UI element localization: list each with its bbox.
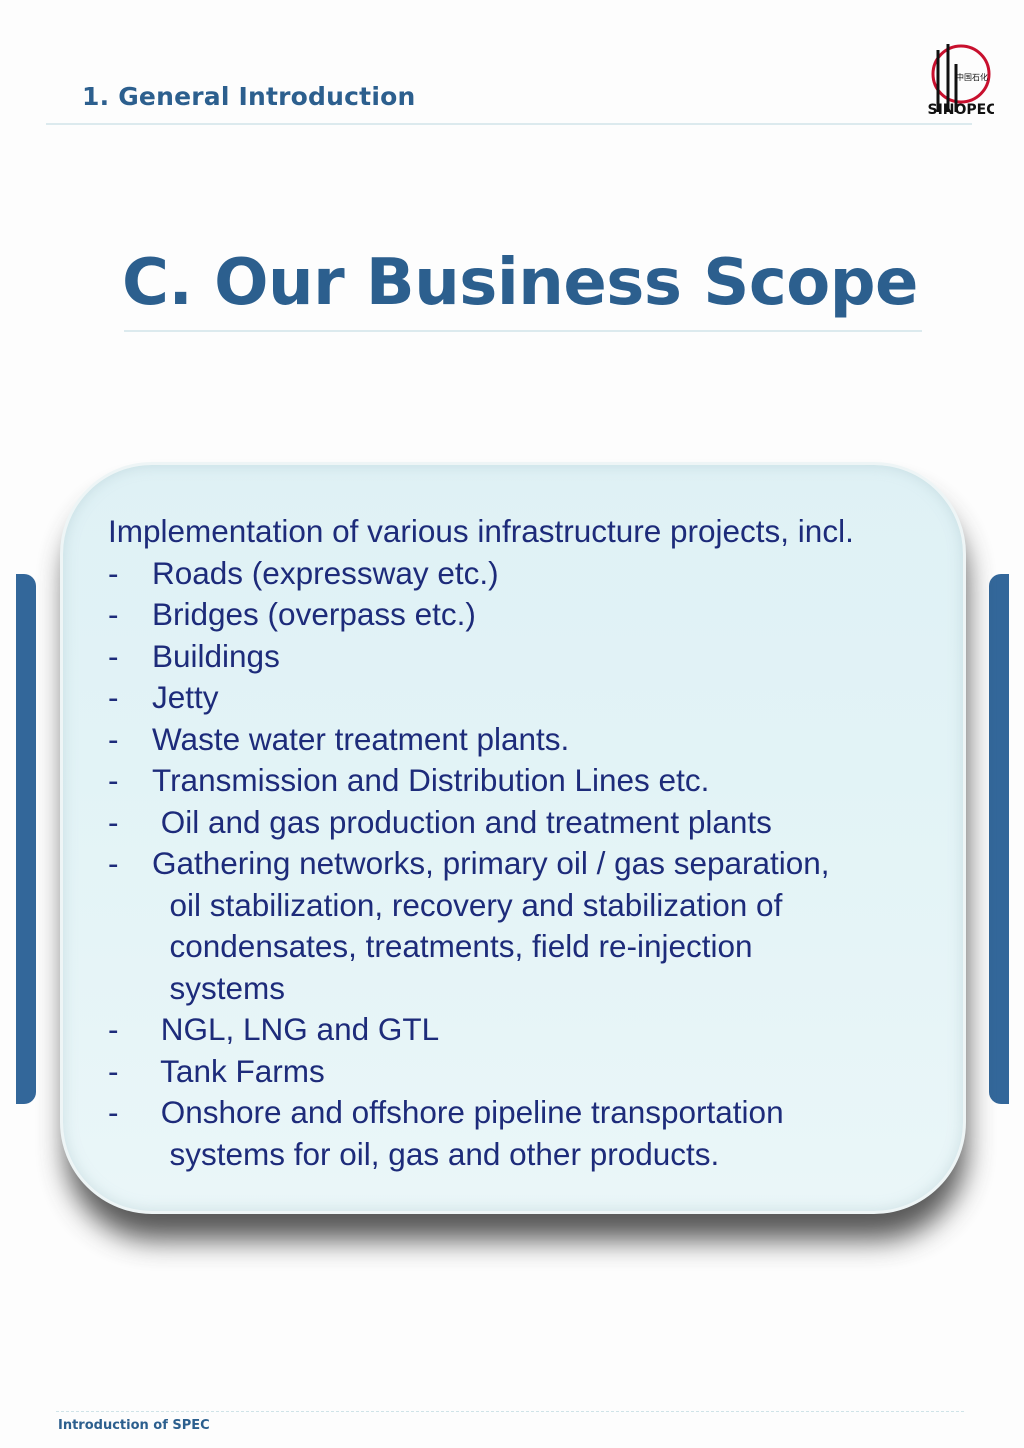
scope-item: -Waste water treatment plants. — [108, 719, 854, 761]
logo-text: SINOPEC — [927, 102, 994, 118]
scope-list: Implementation of various infrastructure… — [108, 511, 854, 1175]
scope-item-dash: - — [108, 803, 119, 840]
scope-item-text: Buildings — [152, 637, 280, 674]
scope-item: -Transmission and Distribution Lines etc… — [108, 760, 854, 802]
scope-item-text: Waste water treatment plants. — [152, 720, 570, 757]
right-accent-bar — [989, 574, 1009, 1104]
scope-item-text: Onshore and offshore pipeline transporta… — [152, 1094, 784, 1130]
scope-item-dash: - — [108, 679, 119, 715]
scope-item-text: systems for oil, gas and other products. — [152, 1135, 720, 1172]
scope-item-dash: - — [108, 554, 119, 591]
scope-item-dash: - — [108, 845, 119, 881]
header-divider — [46, 123, 972, 125]
title-divider — [124, 330, 922, 332]
scope-item: condensates, treatments, field re-inject… — [108, 926, 854, 968]
scope-item: -Jetty — [108, 677, 854, 719]
scope-item: systems for oil, gas and other products. — [108, 1134, 854, 1176]
footer-label: Introduction of SPEC — [58, 1418, 210, 1433]
scope-item-text: Tank Farms — [152, 1052, 325, 1089]
scope-item-dash: - — [108, 720, 119, 757]
scope-item-dash: - — [108, 1052, 119, 1089]
scope-item: - Tank Farms — [108, 1051, 854, 1093]
scope-item: systems — [108, 968, 854, 1010]
scope-item-text: Transmission and Distribution Lines etc. — [152, 762, 710, 798]
scope-item: -Bridges (overpass etc.) — [108, 594, 854, 636]
scope-item-text: Gathering networks, primary oil / gas se… — [152, 845, 830, 881]
scope-intro: Implementation of various infrastructure… — [108, 513, 854, 549]
scope-item-dash: - — [108, 762, 119, 798]
sinopec-logo: 中国石化 SINOPEC — [927, 44, 994, 118]
scope-item-text: oil stabilization, recovery and stabiliz… — [152, 886, 783, 923]
scope-item-dash: - — [108, 1011, 119, 1047]
section-title: 1. General Introduction — [82, 82, 416, 111]
scope-item-text: Bridges (overpass etc.) — [152, 596, 476, 632]
scope-item-text: Roads (expressway etc.) — [152, 554, 499, 591]
svg-text:中国石化: 中国石化 — [956, 72, 988, 82]
scope-item: -Roads (expressway etc.) — [108, 553, 854, 595]
scope-item: -Buildings — [108, 636, 854, 678]
scope-item-text: Jetty — [152, 679, 219, 715]
scope-item: - NGL, LNG and GTL — [108, 1009, 854, 1051]
scope-item-dash: - — [108, 1094, 119, 1130]
scope-item-dash: - — [108, 596, 119, 632]
scope-item-dash: - — [108, 637, 119, 674]
scope-item: - Oil and gas production and treatment p… — [108, 802, 854, 844]
scope-item-text: systems — [152, 969, 286, 1006]
scope-item: -Gathering networks, primary oil / gas s… — [108, 843, 854, 885]
scope-item-text: NGL, LNG and GTL — [152, 1011, 440, 1047]
scope-item: - Onshore and offshore pipeline transpor… — [108, 1092, 854, 1134]
page-title: C. Our Business Scope — [122, 246, 918, 320]
scope-card — [60, 462, 966, 1214]
scope-item: oil stabilization, recovery and stabiliz… — [108, 885, 854, 927]
footer-divider — [56, 1411, 964, 1413]
scope-item-text: Oil and gas production and treatment pla… — [152, 803, 772, 840]
scope-item-text: condensates, treatments, field re-inject… — [152, 928, 753, 964]
left-accent-bar — [16, 574, 36, 1104]
scope-items: -Roads (expressway etc.)-Bridges (overpa… — [108, 553, 854, 1176]
